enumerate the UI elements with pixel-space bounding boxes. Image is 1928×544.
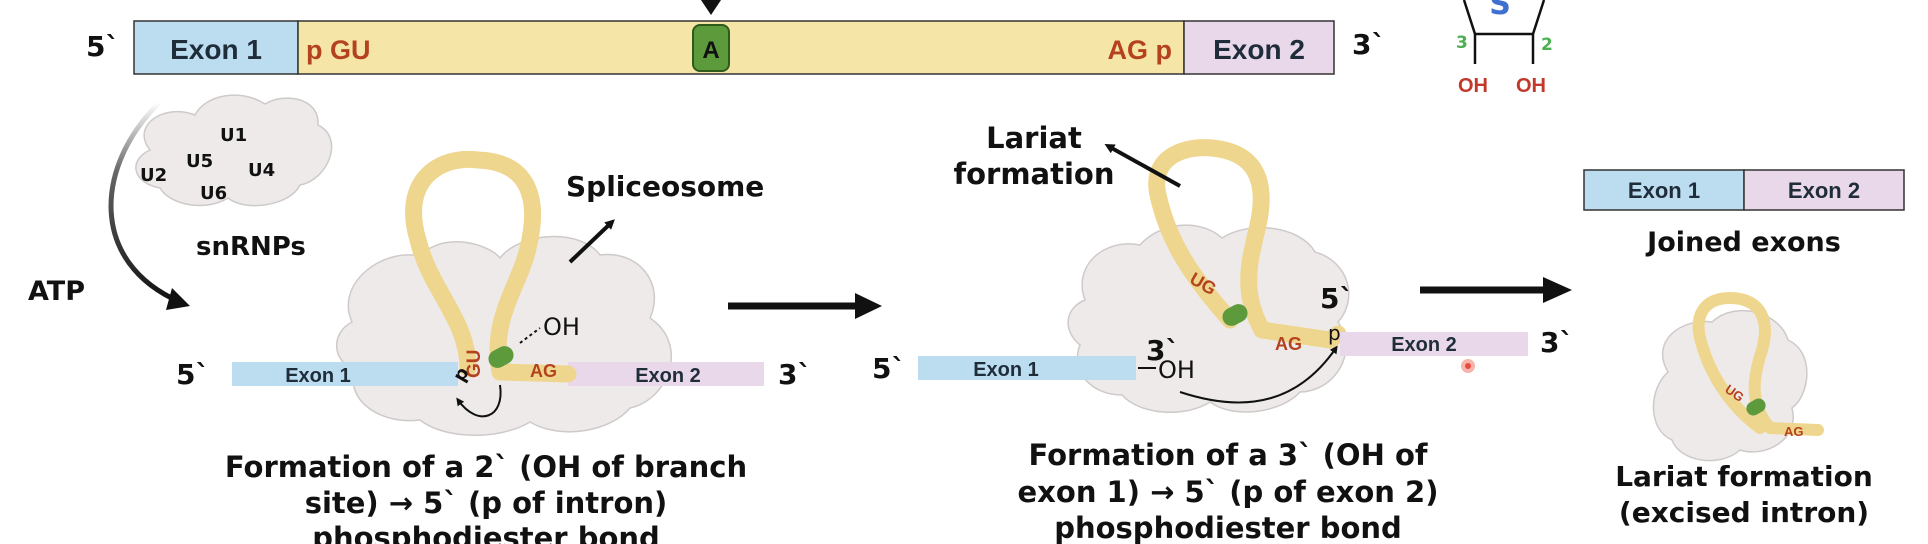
step1-three-prime: 3` — [778, 358, 811, 391]
step2-branch-a — [1222, 304, 1248, 326]
snrnp-cloud — [135, 94, 333, 207]
step2-exon2-bar — [1340, 332, 1528, 356]
step1-ag: AG — [530, 361, 557, 381]
step2-p: p — [1328, 321, 1341, 345]
step1-exon2-bar — [568, 362, 764, 386]
step2-spliceosome-blob — [1067, 224, 1350, 413]
ribose-sugar: S 3 2 OH OH — [1456, 0, 1553, 97]
spliceosome-pointer-arrow — [568, 219, 615, 264]
step2-five-prime-inner: 5` — [1320, 282, 1353, 315]
spliceosome-label: Spliceosome — [566, 170, 764, 203]
step1-exon2-label: Exon 2 — [635, 365, 701, 387]
atp-arrowhead — [166, 288, 190, 310]
step2-five-prime: 5` — [872, 352, 905, 385]
top-three-prime: 3` — [1352, 28, 1385, 61]
result-branch-a — [1746, 398, 1766, 416]
step1-intron-loop — [405, 150, 577, 383]
result-panel: Exon 1 Exon 2 Joined exons UG AG Lariat … — [1583, 169, 1905, 529]
snrnp-group: U1 U2 U5 U4 U6 snRNPs ATP — [28, 94, 333, 310]
step2-ag: AG — [1275, 334, 1302, 354]
step2-attack-arrow — [1179, 345, 1338, 404]
pre-mrna-bar: 5` Exon 1 p GU AG p A Exon 2 3` — [86, 0, 1385, 75]
step2-oh: OH — [1158, 356, 1195, 384]
atp-label: ATP — [28, 276, 85, 307]
snrnp-u2: U2 — [140, 165, 167, 186]
step1-five-prime: 5` — [176, 358, 209, 391]
step2-panel: UG AG p 5` 3` Exon 1 OH Exon 2 Lariat fo… — [872, 121, 1573, 544]
step2-exon1-label: Exon 1 — [973, 359, 1039, 381]
snrnp-u1: U1 — [220, 125, 247, 146]
lariat-label-line2: formation — [953, 157, 1114, 191]
top-donor-label: p GU — [306, 35, 371, 65]
snrnp-u6: U6 — [200, 183, 227, 204]
joined-exons-label: Joined exons — [1645, 227, 1841, 258]
step1-branch-a — [488, 346, 514, 368]
step1-exon1-label: Exon 1 — [285, 365, 351, 387]
joined-exon2-box — [1743, 169, 1905, 211]
step1-attack-arrow — [456, 384, 502, 418]
step1-caption-line1: Formation of a 2` (OH of branch — [225, 450, 747, 484]
step1-caption-line2: site) → 5` (p of intron) — [305, 486, 668, 520]
top-five-prime: 5` — [86, 30, 119, 63]
step1-exon1-bar — [232, 362, 458, 386]
result-caption-line1: Lariat formation — [1615, 460, 1873, 493]
cursor-marker — [1461, 359, 1475, 373]
top-exon1-label: Exon 1 — [170, 34, 262, 65]
step2-three-prime: 3` — [1540, 326, 1573, 359]
step1-oh-bond — [519, 327, 541, 344]
branch-pointer-arrow — [701, 0, 721, 15]
snrnp-u4: U4 — [248, 160, 275, 181]
step1-panel: Exon 1 Exon 2 GU p AG OH Spliceosome 5` … — [176, 150, 811, 544]
sugar-oh-right: OH — [1516, 75, 1546, 97]
snrnps-label: snRNPs — [196, 232, 306, 262]
joined-exon2-label: Exon 2 — [1788, 178, 1860, 203]
top-exon2-box — [1183, 20, 1335, 75]
joined-exon1-label: Exon 1 — [1628, 178, 1700, 203]
top-intron-box — [297, 20, 1185, 75]
lariat-label-line1: Lariat — [986, 121, 1082, 155]
step2-caption-line2: exon 1) → 5` (p of exon 2) — [1018, 475, 1439, 509]
arrow-step2-to-result — [1420, 277, 1572, 303]
step1-caption-line3: phosphodiester bond — [312, 521, 660, 544]
step2-exon2-label: Exon 2 — [1391, 334, 1457, 356]
result-caption-line2: (excised intron) — [1619, 496, 1869, 529]
top-exon1-box — [133, 20, 299, 75]
arrow-step1-to-step2 — [728, 293, 882, 319]
result-lariat-loop — [1692, 292, 1824, 436]
lariat-pointer-arrow — [1104, 144, 1181, 188]
sugar-letter: S — [1489, 0, 1511, 22]
step1-oh: OH — [543, 313, 580, 341]
top-acceptor-label: AG p — [1108, 35, 1173, 65]
snrnp-u5: U5 — [186, 151, 213, 172]
sugar-c2: 2 — [1541, 35, 1553, 55]
sugar-oh-left: OH — [1458, 75, 1488, 97]
step2-lariat-loop — [1148, 139, 1347, 349]
top-branch-box — [692, 24, 730, 72]
step1-gu: GU — [464, 350, 485, 379]
atp-arrow — [108, 100, 181, 305]
sugar-c3: 3 — [1456, 33, 1468, 53]
step2-exon1-bar — [918, 356, 1136, 380]
top-exon2-label: Exon 2 — [1213, 34, 1305, 65]
step2-caption-line3: phosphodiester bond — [1054, 511, 1402, 544]
sugar-ring — [1462, 0, 1546, 36]
top-branch-label: A — [702, 37, 719, 64]
step2-caption-line1: Formation of a 3` (OH of — [1028, 438, 1427, 472]
step2-three-prime-inner: 3` — [1146, 334, 1179, 367]
result-ag: AG — [1784, 424, 1804, 439]
